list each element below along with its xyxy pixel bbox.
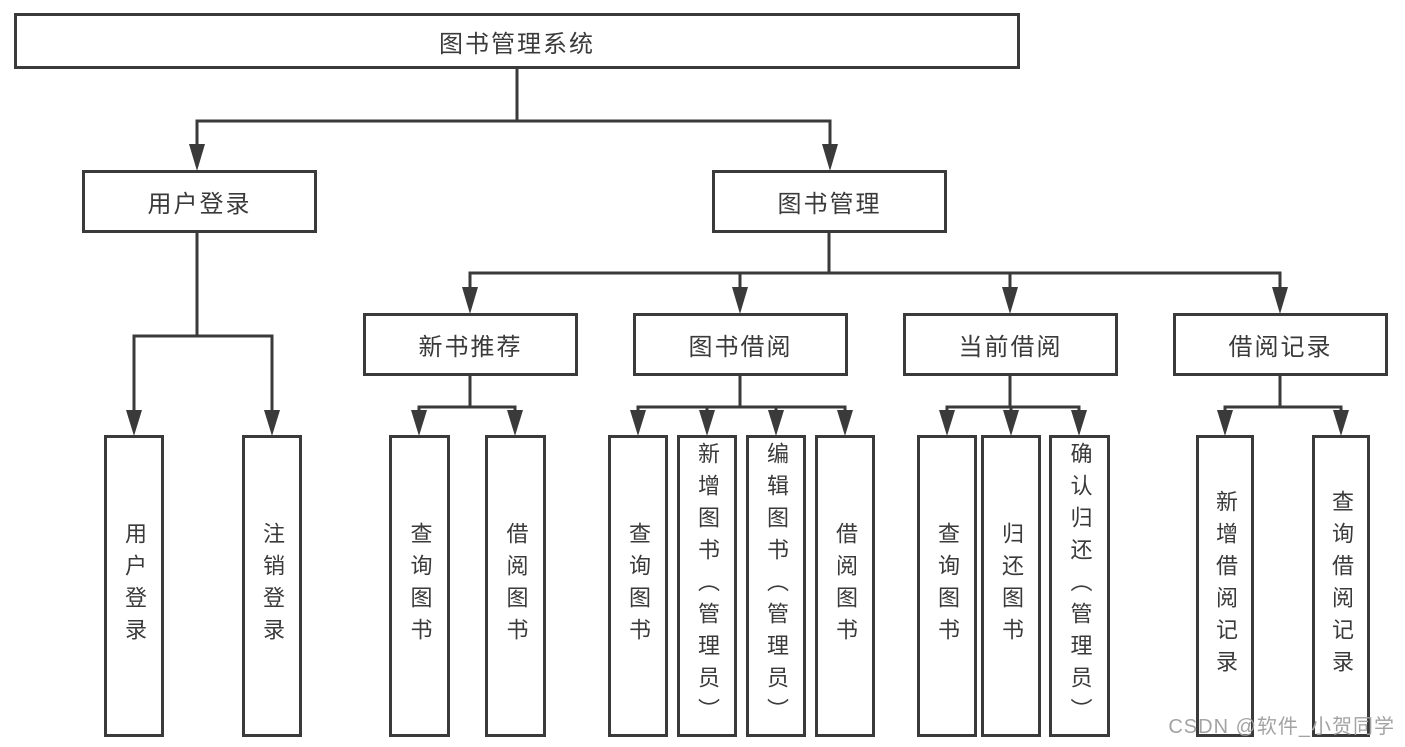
leaf-borrow-books-recommend: 借阅图书 <box>485 435 546 737</box>
node-user-login: 用户登录 <box>82 170 317 233</box>
node-book-management: 图书管理 <box>712 170 947 233</box>
node-root-system: 图书管理系统 <box>14 13 1020 69</box>
node-book-management-label: 图书管理 <box>777 191 882 218</box>
node-root-label: 图书管理系统 <box>439 30 595 58</box>
node-user-login-label: 用户登录 <box>147 191 252 218</box>
leaf-user-login: 用户登录 <box>104 435 164 737</box>
leaf-query-borrow-record-label: 查询借阅记录 <box>1329 490 1354 682</box>
leaf-borrow-books-borrowing-label: 借阅图书 <box>833 522 858 650</box>
node-current-borrowing: 当前借阅 <box>903 313 1118 376</box>
csdn-watermark: CSDN @软件_小贺同学 <box>1168 716 1395 738</box>
node-book-borrowing: 图书借阅 <box>633 313 848 376</box>
leaf-borrow-books-recommend-label: 借阅图书 <box>503 522 529 650</box>
node-new-book-recommend-label: 新书推荐 <box>418 334 523 361</box>
leaf-query-books-current-label: 查询图书 <box>935 522 960 650</box>
leaf-logout: 注销登录 <box>242 435 302 737</box>
leaf-edit-book-admin: 编辑图书（管理员） <box>746 435 806 737</box>
node-new-book-recommend: 新书推荐 <box>363 313 578 376</box>
leaf-logout-label: 注销登录 <box>260 522 285 650</box>
node-borrow-records-label: 借阅记录 <box>1228 334 1333 361</box>
leaf-query-borrow-record: 查询借阅记录 <box>1312 435 1370 737</box>
leaf-add-borrow-record-label: 新增借阅记录 <box>1213 490 1238 682</box>
arrowheads <box>126 144 1349 436</box>
leaf-return-book: 归还图书 <box>981 435 1041 737</box>
node-book-borrowing-label: 图书借阅 <box>688 334 793 361</box>
leaf-borrow-books-borrowing: 借阅图书 <box>815 435 875 737</box>
leaf-query-books-borrowing: 查询图书 <box>608 435 668 737</box>
node-borrow-records: 借阅记录 <box>1173 313 1388 376</box>
leaf-add-book-admin-label: 新增图书（管理员） <box>695 442 720 730</box>
leaf-edit-book-admin-label: 编辑图书（管理员） <box>764 442 789 730</box>
node-current-borrowing-label: 当前借阅 <box>958 334 1063 361</box>
leaf-query-books-recommend-label: 查询图书 <box>407 522 433 650</box>
leaf-confirm-return-admin-label: 确认归还（管理员） <box>1067 442 1093 730</box>
leaf-user-login-label: 用户登录 <box>122 522 147 650</box>
leaf-query-books-recommend: 查询图书 <box>389 435 450 737</box>
leaf-confirm-return-admin: 确认归还（管理员） <box>1049 435 1110 737</box>
leaf-add-book-admin: 新增图书（管理员） <box>677 435 737 737</box>
leaf-add-borrow-record: 新增借阅记录 <box>1196 435 1254 737</box>
leaf-query-books-current: 查询图书 <box>917 435 977 737</box>
leaf-query-books-borrowing-label: 查询图书 <box>626 522 651 650</box>
leaf-return-book-label: 归还图书 <box>999 522 1024 650</box>
